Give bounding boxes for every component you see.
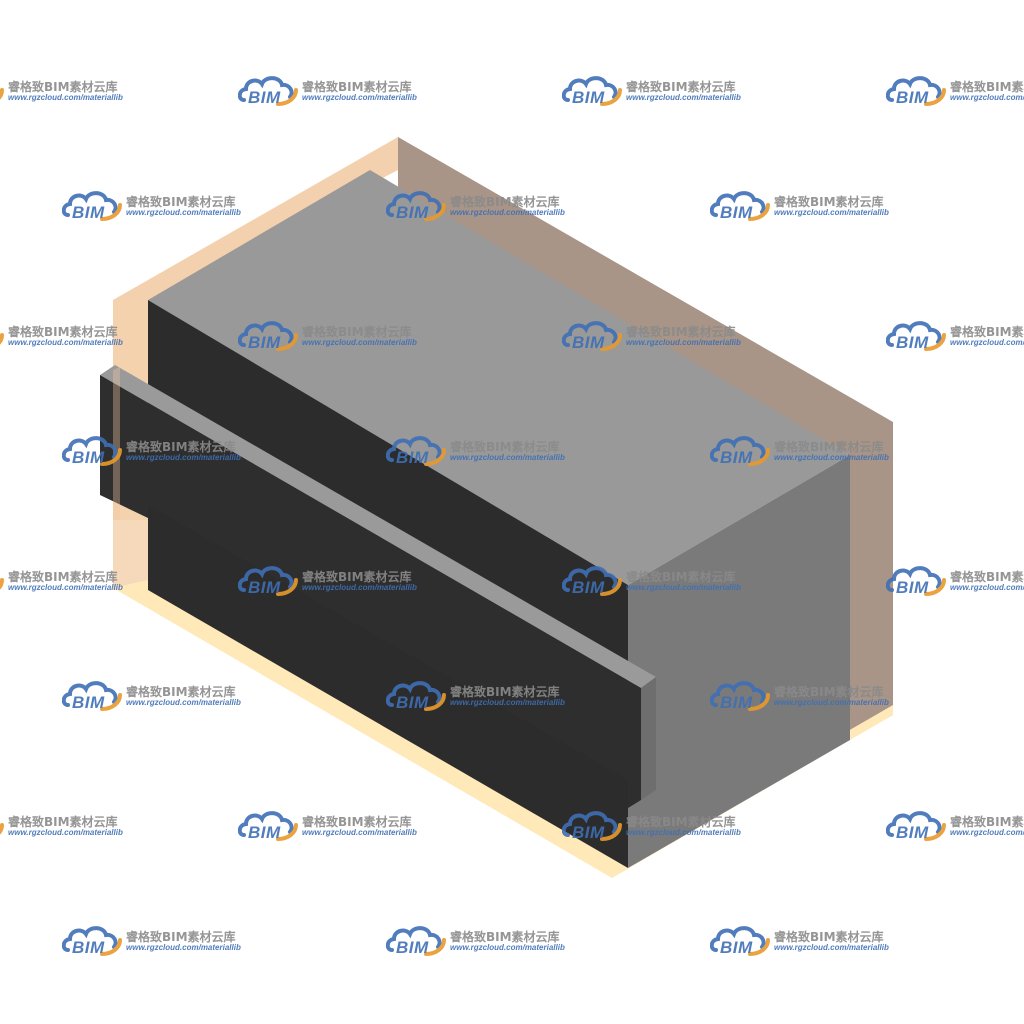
rail-end-face [641, 677, 656, 800]
block-top-face [148, 170, 850, 585]
envelope-right-face [398, 137, 893, 738]
envelope-overlay-strip [113, 367, 120, 520]
block-right-face [628, 455, 850, 868]
rail-top-face [100, 365, 656, 688]
rail-front-face [100, 375, 641, 808]
